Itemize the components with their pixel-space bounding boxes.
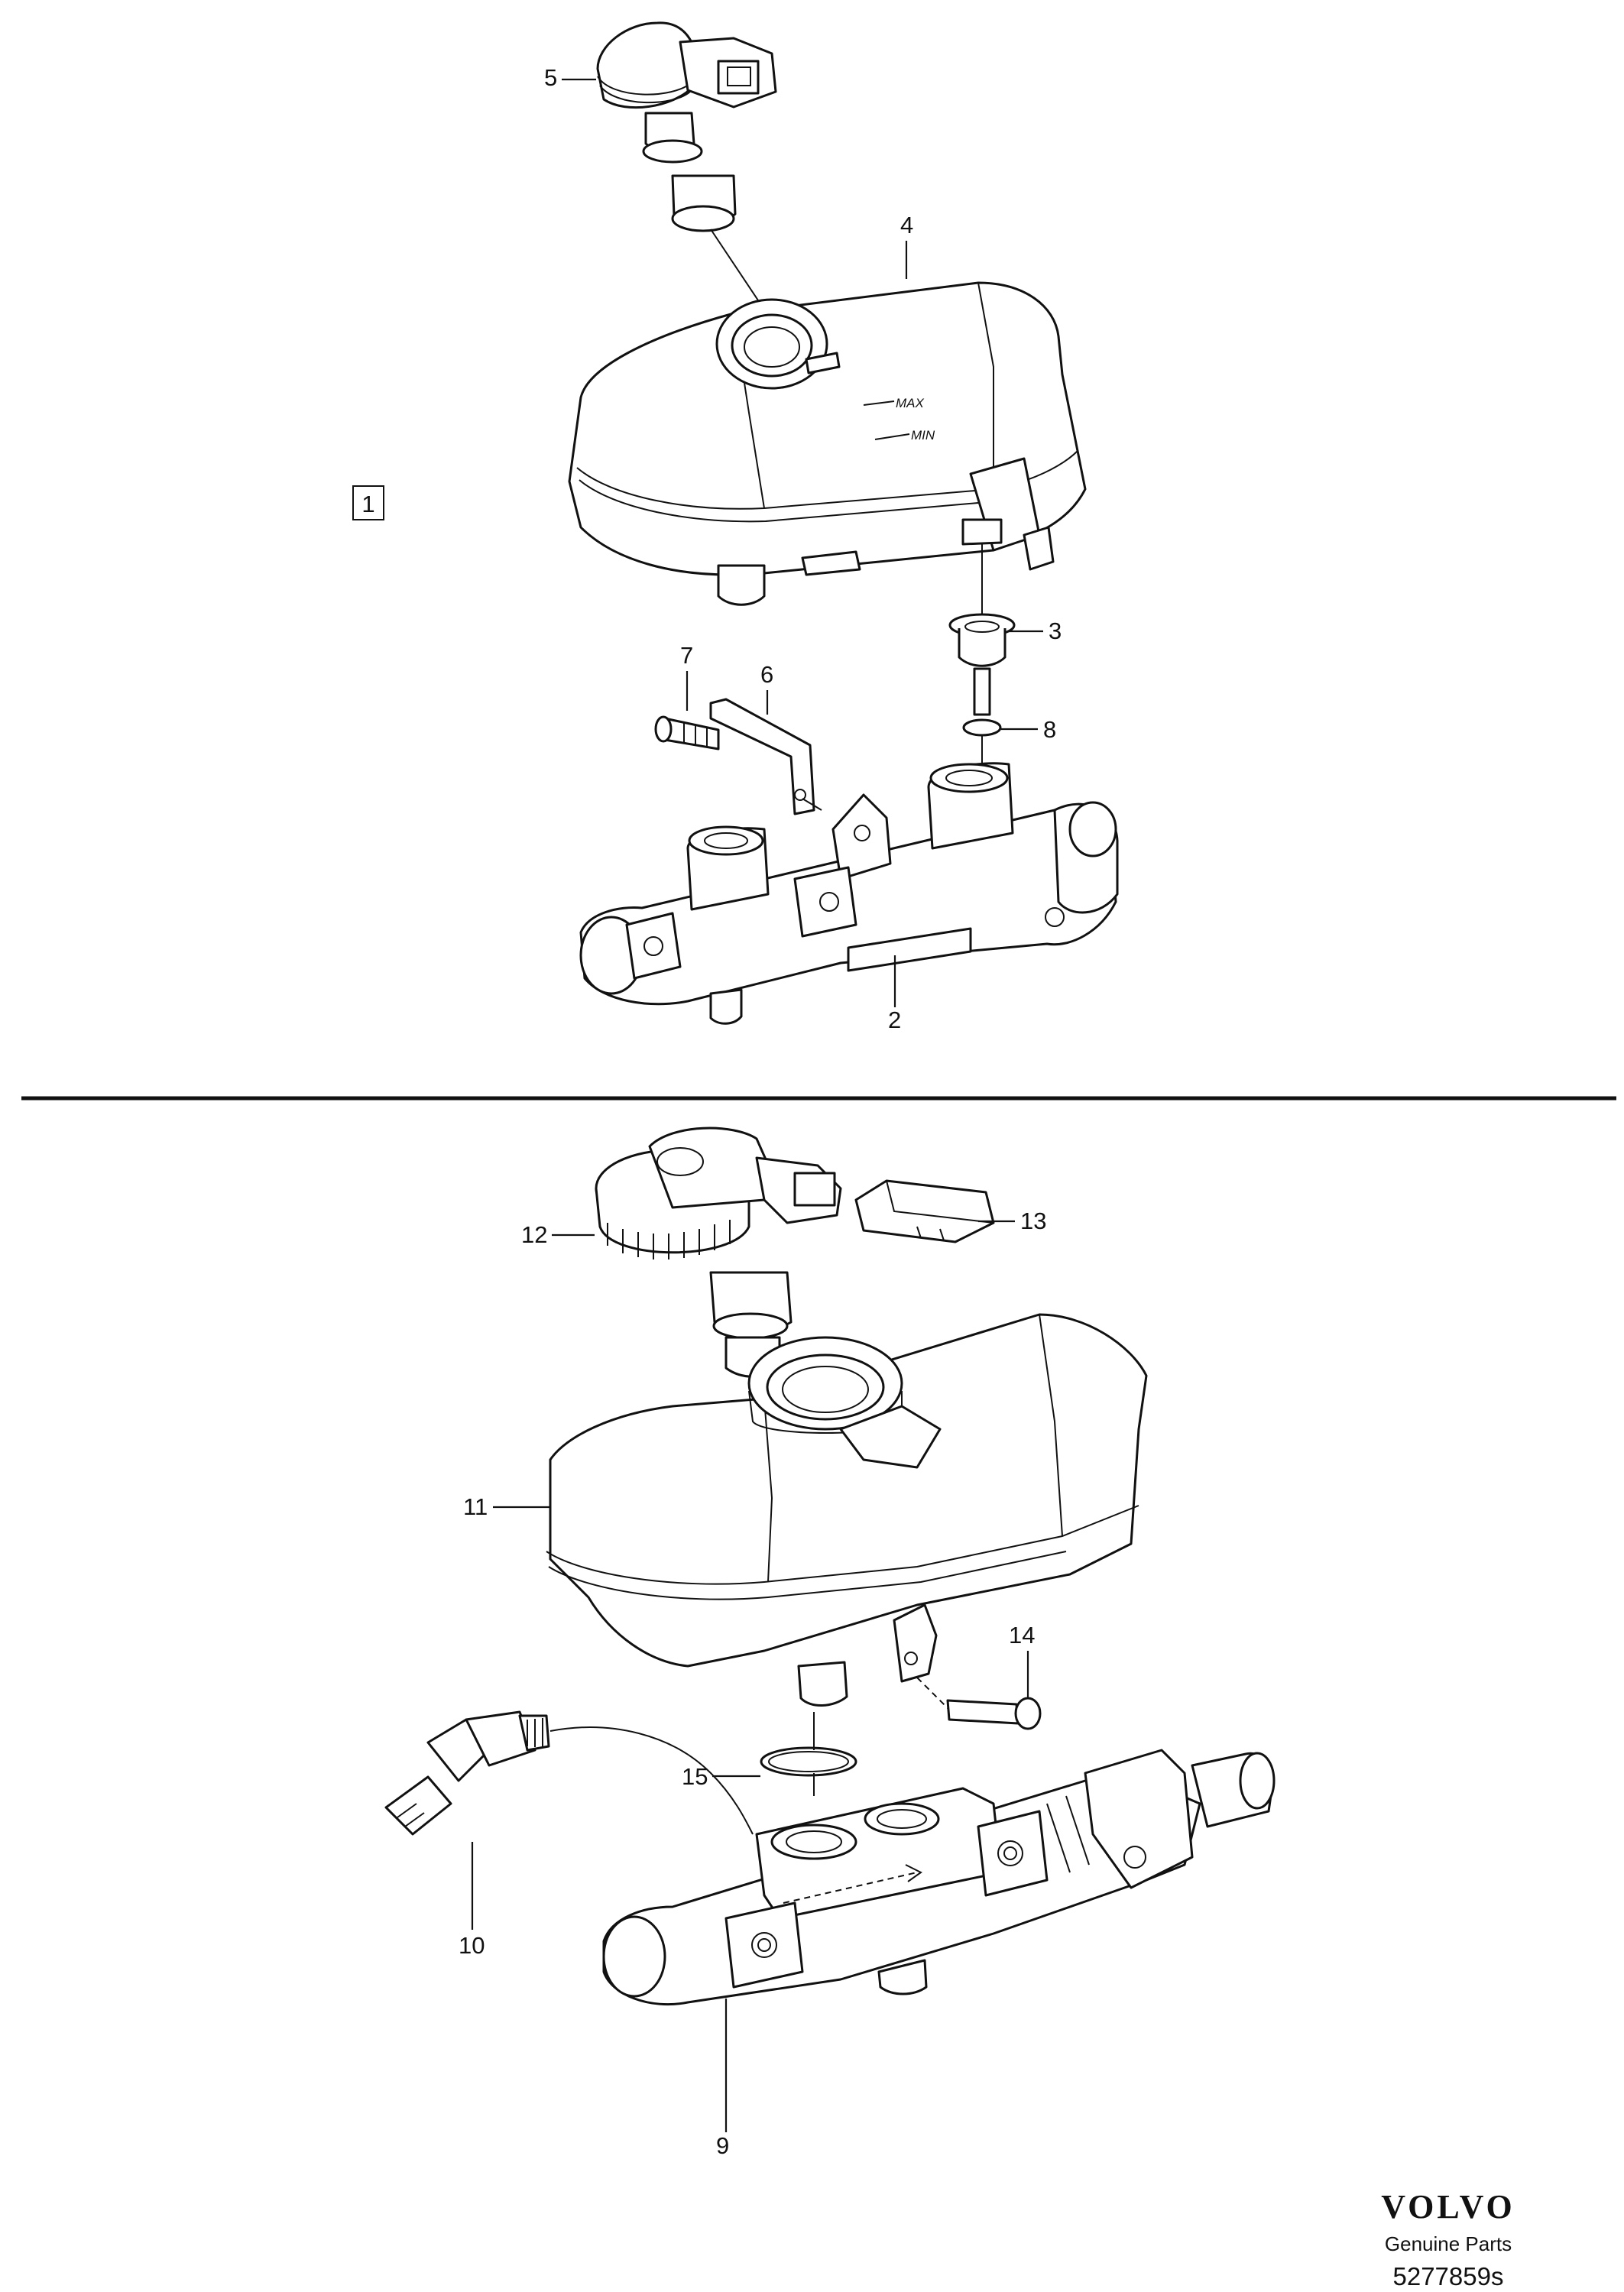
callout-7: 7	[680, 642, 693, 711]
callout-2-label: 2	[888, 1007, 901, 1033]
callout-11: 11	[463, 1493, 550, 1520]
callout-12-label: 12	[521, 1221, 547, 1248]
brand-logo-text: VOLVO	[1381, 2188, 1515, 2226]
callout-14: 14	[1009, 1622, 1035, 1698]
callout-13-label: 13	[1020, 1208, 1046, 1234]
brand-block: VOLVO Genuine Parts 5277859s	[1381, 2188, 1515, 2290]
upper-assembly: 1	[352, 21, 1119, 1033]
min-mark: MIN	[911, 428, 935, 443]
part-15-o-ring	[760, 1712, 857, 1796]
brand-subtitle: Genuine Parts	[1385, 2232, 1512, 2255]
callout-5: 5	[544, 64, 596, 91]
callout-7-label: 7	[680, 642, 693, 669]
callout-12: 12	[521, 1221, 595, 1248]
callout-10: 10	[459, 1842, 485, 1959]
part-11-reservoir	[546, 1313, 1148, 1707]
callout-10-label: 10	[459, 1932, 485, 1959]
callout-8-label: 8	[1043, 716, 1056, 743]
callout-2: 2	[888, 955, 901, 1033]
max-mark: MAX	[896, 396, 925, 410]
callout-9: 9	[716, 1999, 729, 2159]
callout-13: 13	[978, 1208, 1046, 1234]
callout-5-label: 5	[544, 64, 557, 91]
part-4-reservoir: MAX MIN	[568, 281, 1087, 606]
part-12-cap-sensor	[595, 1127, 842, 1378]
callout-11-label: 11	[463, 1493, 488, 1520]
part-9-master-cylinder	[602, 1749, 1276, 2006]
callout-6: 6	[760, 661, 773, 715]
callout-4-label: 4	[900, 212, 913, 238]
part-13-connector	[854, 1179, 995, 1243]
part-8-pin-seal	[962, 667, 1002, 772]
lower-assembly: 12 13 11 14 15 10 9	[384, 1127, 1276, 2159]
callout-15: 15	[682, 1763, 760, 1790]
callout-9-label: 9	[716, 2132, 729, 2159]
group-box: 1	[352, 485, 384, 520]
part-5-level-sensor-cap	[596, 21, 777, 232]
callout-8: 8	[1001, 716, 1056, 743]
part-diagram-code: 5277859s	[1393, 2262, 1504, 2290]
callout-4: 4	[900, 212, 913, 279]
callout-14-label: 14	[1009, 1622, 1035, 1648]
part-2-master-cylinder	[579, 762, 1119, 1025]
callout-6-label: 6	[760, 661, 773, 688]
part-10-pressure-sensor	[384, 1710, 754, 1836]
group-box-label: 1	[361, 491, 374, 517]
part-3-grommet	[948, 613, 1016, 667]
part-7-screw	[654, 715, 720, 750]
part-14-screw	[916, 1677, 1042, 1730]
callout-3: 3	[1007, 618, 1062, 644]
part-6-bracket	[709, 698, 822, 815]
callout-3-label: 3	[1049, 618, 1062, 644]
callout-15-label: 15	[682, 1763, 708, 1790]
